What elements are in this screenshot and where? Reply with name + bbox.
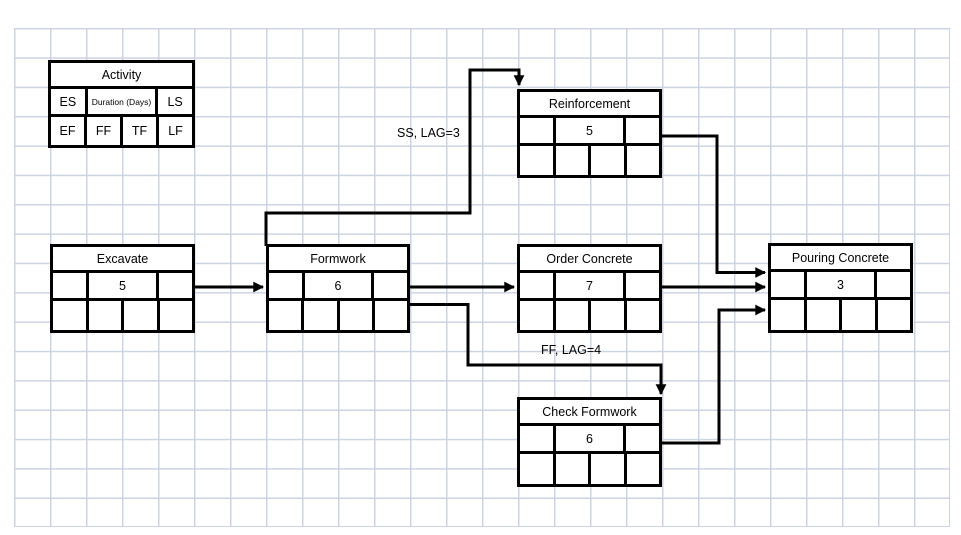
es-cell: [771, 272, 804, 297]
legend-ls-cell: LS: [155, 89, 192, 114]
ff-cell: [552, 146, 589, 175]
duration-cell: 6: [302, 273, 371, 298]
activity-box-reinforcement: Reinforcement 5: [517, 89, 662, 178]
ff-cell: [552, 301, 589, 330]
activity-name: Excavate: [53, 247, 192, 273]
ls-cell: [622, 118, 659, 143]
ef-cell: [520, 146, 553, 175]
lf-cell: [623, 301, 660, 330]
duration-cell: 7: [553, 273, 623, 298]
tf-cell: [588, 301, 624, 330]
ls-cell: [873, 272, 910, 297]
ls-cell: [371, 273, 407, 298]
tf-cell: [121, 301, 157, 330]
ls-cell: [622, 426, 659, 451]
ef-cell: [520, 454, 553, 484]
duration-cell: 6: [553, 426, 623, 451]
tf-cell: [839, 300, 875, 330]
es-cell: [520, 273, 553, 298]
edge-label-ff-lag: FF, LAG=4: [541, 343, 602, 357]
activity-name: Order Concrete: [520, 247, 659, 273]
activity-box-pouring-concrete: Pouring Concrete 3: [768, 243, 913, 333]
ef-cell: [771, 300, 804, 330]
lf-cell: [371, 301, 407, 330]
tf-cell: [588, 146, 624, 175]
activity-name: Formwork: [269, 247, 407, 273]
legend-tf-cell: TF: [120, 117, 156, 145]
legend-lf-cell: LF: [156, 117, 192, 145]
es-cell: [53, 273, 86, 298]
es-cell: [520, 118, 553, 143]
ef-cell: [520, 301, 553, 330]
tf-cell: [588, 454, 624, 484]
activity-box-check-formwork: Check Formwork 6: [517, 397, 662, 487]
lf-cell: [874, 300, 911, 330]
activity-box-excavate: Excavate 5: [50, 244, 195, 333]
ff-cell: [301, 301, 336, 330]
legend-duration-cell: Duration (Days): [84, 89, 156, 114]
duration-cell: 3: [804, 272, 874, 297]
activity-name: Check Formwork: [520, 400, 659, 426]
ff-cell: [552, 454, 589, 484]
es-cell: [269, 273, 302, 298]
ff-cell: [85, 301, 122, 330]
activity-name: Pouring Concrete: [771, 246, 910, 272]
ff-cell: [803, 300, 840, 330]
lf-cell: [156, 301, 193, 330]
legend-ff-cell: FF: [84, 117, 120, 145]
ls-cell: [622, 273, 659, 298]
tf-cell: [336, 301, 372, 330]
lf-cell: [623, 454, 660, 484]
ls-cell: [155, 273, 192, 298]
duration-cell: 5: [86, 273, 156, 298]
activity-name: Reinforcement: [520, 92, 659, 118]
legend-box: Activity ES Duration (Days) LS EF FF TF …: [48, 60, 195, 148]
ef-cell: [53, 301, 86, 330]
activity-box-order-concrete: Order Concrete 7: [517, 244, 662, 333]
activity-box-formwork: Formwork 6: [266, 244, 410, 333]
duration-cell: 5: [553, 118, 623, 143]
edge-label-ss-lag: SS, LAG=3: [397, 126, 460, 140]
legend-es-cell: ES: [59, 94, 77, 109]
legend-title: Activity: [51, 63, 192, 89]
legend-ef-cell: EF: [59, 124, 76, 138]
ef-cell: [269, 301, 301, 330]
es-cell: [520, 426, 553, 451]
lf-cell: [623, 146, 660, 175]
